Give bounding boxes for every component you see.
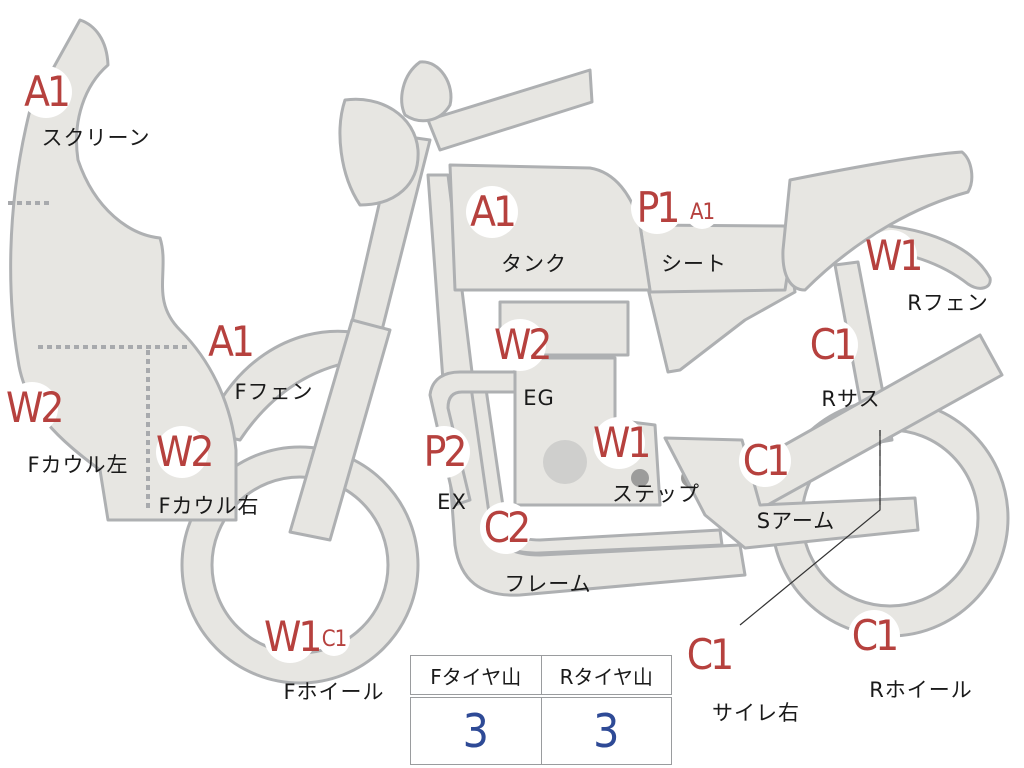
seat-badge-1[interactable]: P1 (631, 182, 683, 234)
frame-badge-1[interactable]: C2 (480, 502, 532, 554)
engine-badge-1[interactable]: W2 (494, 319, 552, 371)
rfender-badge-1[interactable]: W1 (865, 230, 923, 282)
engine-label: EG (523, 386, 555, 410)
screen-label: スクリーン (41, 126, 151, 150)
screen-badge-1[interactable]: A1 (20, 66, 72, 118)
frame-label: フレーム (504, 572, 592, 596)
tank-label: タンク (501, 252, 567, 276)
front-tire-header: Fタイヤ山 (410, 655, 542, 697)
fwheel-badge-1[interactable]: W1 (264, 611, 322, 663)
front-fork-lower-shape (288, 318, 392, 542)
step-peg (631, 469, 649, 487)
fwheel-badge-2[interactable]: C1 (318, 624, 350, 656)
rwheel-label: Rホイール (869, 678, 973, 702)
cowl-right-label: Fカウル右 (158, 494, 260, 518)
headlight-shape (338, 97, 420, 207)
seat-badge-2[interactable]: A1 (686, 197, 718, 229)
rwheel-badge-1[interactable]: C1 (848, 610, 900, 662)
engine-cover (543, 440, 587, 484)
mirror-shape (400, 60, 453, 123)
tire-tread-table: Fタイヤ山 Rタイヤ山 3 3 (410, 655, 672, 765)
rsus-leader-line (739, 430, 881, 626)
cowl-right-badge-1[interactable]: W2 (156, 426, 214, 478)
exhaust-label: EX (437, 490, 467, 514)
muffler-right-label: サイレ右 (712, 701, 800, 725)
seat-label: シート (661, 252, 727, 276)
step-badge-1[interactable]: W1 (593, 417, 651, 469)
tail-cowl-shape (781, 150, 974, 292)
front-wheel-shape (180, 445, 420, 685)
ffender-badge-1[interactable]: A1 (204, 316, 256, 368)
front-tire-value[interactable]: 3 (410, 695, 542, 765)
ffender-label: Fフェン (234, 380, 314, 404)
cowl-left-label: Fカウル左 (27, 453, 129, 477)
tank-badge-1[interactable]: A1 (466, 186, 518, 238)
fwheel-label: Fホイール (283, 680, 385, 704)
handlebar-shape (426, 68, 594, 152)
muffler-right-badge-1[interactable]: C1 (683, 629, 735, 681)
step-label: ステップ (612, 482, 700, 506)
cowl-left-badge-1[interactable]: W2 (6, 382, 64, 434)
front-cowl-shape (9, 18, 238, 522)
swingarm-label: Sアーム (756, 509, 836, 533)
rsus-label: Rサス (821, 387, 881, 411)
exhaust-badge-1[interactable]: P2 (418, 426, 470, 478)
rsus-badge-1[interactable]: C1 (806, 319, 858, 371)
swingarm-badge-1[interactable]: C1 (739, 435, 791, 487)
rear-tire-header: Rタイヤ山 (540, 655, 672, 697)
rfender-label: Rフェン (907, 291, 989, 315)
rear-tire-value[interactable]: 3 (540, 695, 672, 765)
